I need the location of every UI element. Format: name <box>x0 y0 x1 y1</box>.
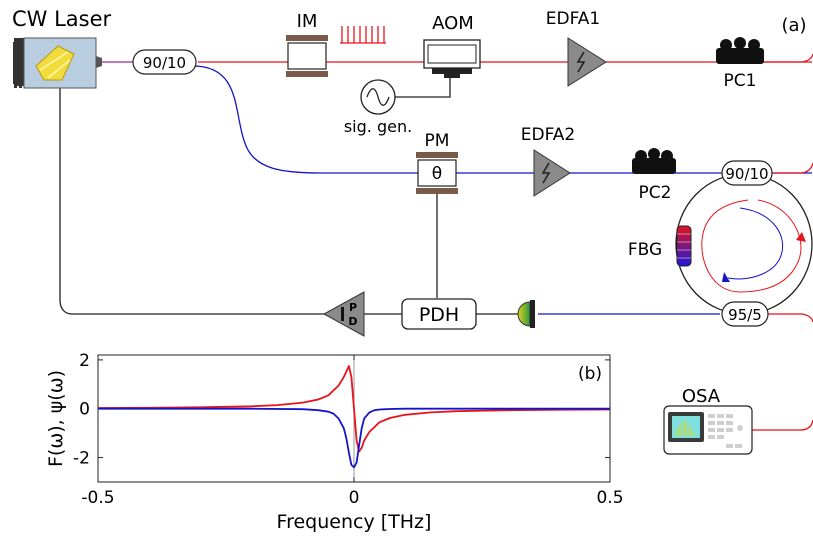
pm-label: PM <box>425 131 450 151</box>
coupler-95-5: 95/5 <box>721 301 769 327</box>
polarization-controller-1 <box>716 37 764 64</box>
signal-generator <box>360 79 396 115</box>
fiber-red-top-tail <box>760 53 813 63</box>
edfa2-label: EDFA2 <box>521 125 576 145</box>
intensity-modulator <box>286 35 328 77</box>
photodetector <box>517 300 535 328</box>
polarization-controller-2 <box>632 148 676 174</box>
y-tick-label: 0 <box>79 400 90 420</box>
ring-arrow-red <box>701 199 802 293</box>
pc1-label: PC1 <box>724 71 757 91</box>
ring-arrow-blue-head <box>722 272 730 282</box>
aom <box>423 39 481 78</box>
svg-text:PDH: PDH <box>419 304 459 326</box>
x-tick-label: 0 <box>349 488 360 508</box>
pd-amplifier: P D <box>322 291 365 337</box>
sig-gen-label: sig. gen. <box>344 117 412 136</box>
wire-siggen-aom <box>395 78 451 98</box>
edfa1-label: EDFA1 <box>546 9 601 29</box>
splitter-90-10: 90/10 <box>132 49 197 75</box>
fiber-ring <box>675 173 813 315</box>
fiber-black-feedback <box>59 88 330 315</box>
panel-b-label: (b) <box>578 364 602 384</box>
svg-text:95/5: 95/5 <box>728 306 762 324</box>
pm-theta: θ <box>432 164 442 184</box>
fiber-red-right-mid <box>770 162 813 174</box>
osa <box>663 405 753 455</box>
y-axis-label: F(ω), ψ(ω) <box>45 370 67 467</box>
pc2-label: PC2 <box>639 183 672 203</box>
svg-text:90/10: 90/10 <box>143 54 186 72</box>
phase-modulator <box>416 152 458 194</box>
im-label: IM <box>297 11 318 32</box>
aom-label: AOM <box>432 13 474 34</box>
y-tick-label: 2 <box>79 351 90 371</box>
fbg-label: FBG <box>628 240 662 260</box>
x-tick-label: -0.5 <box>81 488 114 508</box>
fiber-red-osa <box>752 419 813 431</box>
panel-a-label: (a) <box>781 15 806 36</box>
pdh-box: PDH <box>401 298 477 330</box>
cw-laser <box>13 37 102 89</box>
series-line-1 <box>97 365 611 453</box>
cw-laser-label: CW Laser <box>12 7 112 31</box>
svg-text:P: P <box>349 301 357 314</box>
ring-arrow-red-head <box>796 232 806 242</box>
edfa2 <box>533 149 571 197</box>
osa-label: OSA <box>682 386 721 407</box>
coupler-90-10: 90/10 <box>721 160 773 186</box>
svg-text:90/10: 90/10 <box>725 165 768 183</box>
series-line-2 <box>98 407 610 469</box>
fbg <box>676 225 692 267</box>
pulse-train-icon <box>340 26 386 44</box>
ring-arrow-blue <box>727 207 784 280</box>
svg-text:D: D <box>348 315 357 328</box>
fiber-red-bottom-right <box>768 313 813 323</box>
x-axis-label: Frequency [THz] <box>277 511 432 533</box>
fiber-blue-main <box>192 65 812 174</box>
edfa1 <box>567 37 607 87</box>
y-tick-label: -2 <box>73 449 90 469</box>
x-tick-label: 0.5 <box>596 488 623 508</box>
